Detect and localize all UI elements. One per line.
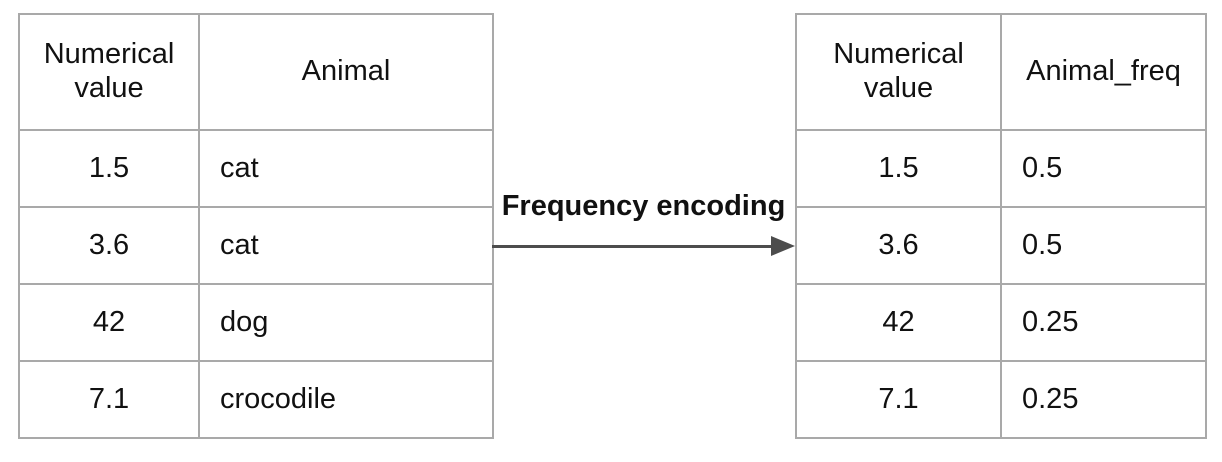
encoded-cell-numerical: 7.1 <box>795 360 1002 439</box>
source-header-numerical-value: Numerical value <box>18 13 200 131</box>
source-table: Numerical value Animal 1.5 cat 3.6 cat 4… <box>18 13 494 439</box>
encoded-header-animal-freq: Animal_freq <box>1000 13 1207 131</box>
table-row: 3.6 cat <box>18 206 494 285</box>
source-cell-animal: cat <box>198 206 494 285</box>
table-row: 42 0.25 <box>795 283 1207 362</box>
table-row: 1.5 cat <box>18 129 494 208</box>
encoded-cell-numerical: 3.6 <box>795 206 1002 285</box>
encoded-header-numerical-value: Numerical value <box>795 13 1002 131</box>
source-cell-numerical: 3.6 <box>18 206 200 285</box>
source-header-animal: Animal <box>198 13 494 131</box>
transformation-arrow-group: Frequency encoding <box>492 188 795 260</box>
table-row: 3.6 0.5 <box>795 206 1207 285</box>
source-cell-animal: crocodile <box>198 360 494 439</box>
encoded-cell-freq: 0.25 <box>1000 360 1207 439</box>
arrow-head-icon <box>771 236 795 256</box>
encoded-cell-freq: 0.5 <box>1000 129 1207 208</box>
header-label: Animal_freq <box>1026 55 1181 88</box>
table-row: 42 dog <box>18 283 494 362</box>
header-label: Numerical value <box>43 38 175 104</box>
table-row: 1.5 0.5 <box>795 129 1207 208</box>
encoded-table: Numerical value Animal_freq 1.5 0.5 3.6 … <box>795 13 1207 439</box>
arrow-line <box>492 245 778 248</box>
table-row: 7.1 0.25 <box>795 360 1207 439</box>
header-label: Animal <box>301 55 391 88</box>
header-label: Numerical value <box>833 38 964 104</box>
source-cell-numerical: 7.1 <box>18 360 200 439</box>
arrow-label: Frequency encoding <box>501 190 786 222</box>
encoded-cell-numerical: 42 <box>795 283 1002 362</box>
encoded-cell-freq: 0.5 <box>1000 206 1207 285</box>
source-cell-animal: dog <box>198 283 494 362</box>
encoded-cell-freq: 0.25 <box>1000 283 1207 362</box>
source-cell-numerical: 1.5 <box>18 129 200 208</box>
source-table-header-row: Numerical value Animal <box>18 13 494 131</box>
table-row: 7.1 crocodile <box>18 360 494 439</box>
encoded-table-header-row: Numerical value Animal_freq <box>795 13 1207 131</box>
source-cell-numerical: 42 <box>18 283 200 362</box>
encoded-cell-numerical: 1.5 <box>795 129 1002 208</box>
source-cell-animal: cat <box>198 129 494 208</box>
